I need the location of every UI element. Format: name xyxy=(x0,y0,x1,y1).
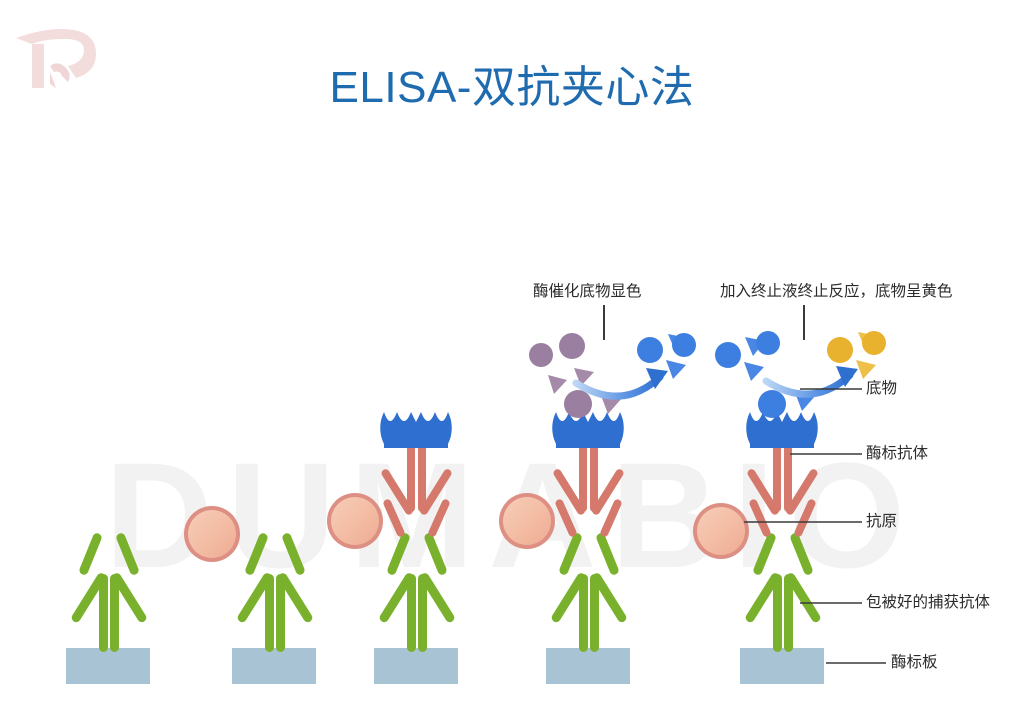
legend-label-enzyme-antibody: 酶标抗体 xyxy=(866,445,929,462)
legend-label-substrate: 底物 xyxy=(866,380,898,397)
legend-label-antigen: 抗原 xyxy=(866,513,898,530)
legend-leader-lines xyxy=(744,388,886,664)
annotation-colorize: 酶催化底物显色 xyxy=(533,283,642,300)
stage-2-antigen-bound xyxy=(184,506,316,684)
capture-antibody xyxy=(744,531,822,652)
enzyme-labeled-antibody xyxy=(380,440,453,538)
antigen xyxy=(693,503,749,559)
microplate-well xyxy=(546,648,630,684)
capture-antibody xyxy=(236,531,314,652)
enzyme-icon xyxy=(380,412,452,448)
stage-3-detection-antibody-bound xyxy=(327,412,458,684)
capture-antibody xyxy=(70,531,148,652)
dumabio-logo xyxy=(16,29,96,88)
conversion-arrow xyxy=(572,368,668,400)
substrate-particles-yellow xyxy=(827,331,886,379)
annotation-stop-solution: 加入终止液终止反应，底物呈黄色 xyxy=(720,283,953,300)
microplate-well xyxy=(66,648,150,684)
antigen xyxy=(184,506,240,562)
microplate-well xyxy=(232,648,316,684)
microplate-well xyxy=(740,648,824,684)
enzyme-labeled-antibody xyxy=(552,440,625,538)
capture-antibody xyxy=(378,531,456,652)
page-title: ELISA-双抗夹心法 xyxy=(329,63,695,112)
capture-antibody xyxy=(550,531,628,652)
legend-label-capture-antibody: 包被好的捕获抗体 xyxy=(866,594,991,611)
antigen xyxy=(327,493,383,549)
enzyme-icon xyxy=(746,412,818,448)
substrate-particles-blue xyxy=(715,331,816,418)
legend-label-plate: 酶标板 xyxy=(891,654,938,671)
microplate-well xyxy=(374,648,458,684)
antigen xyxy=(499,493,555,549)
stage-4-substrate-colorized xyxy=(499,305,696,684)
enzyme-icon xyxy=(552,412,624,448)
conversion-arrow xyxy=(762,366,858,398)
substrate-particles-purple xyxy=(529,333,622,418)
stage-1-coated-plate xyxy=(66,531,150,684)
substrate-particles-blue xyxy=(637,333,696,379)
stage-5-reaction-stopped xyxy=(693,305,886,684)
